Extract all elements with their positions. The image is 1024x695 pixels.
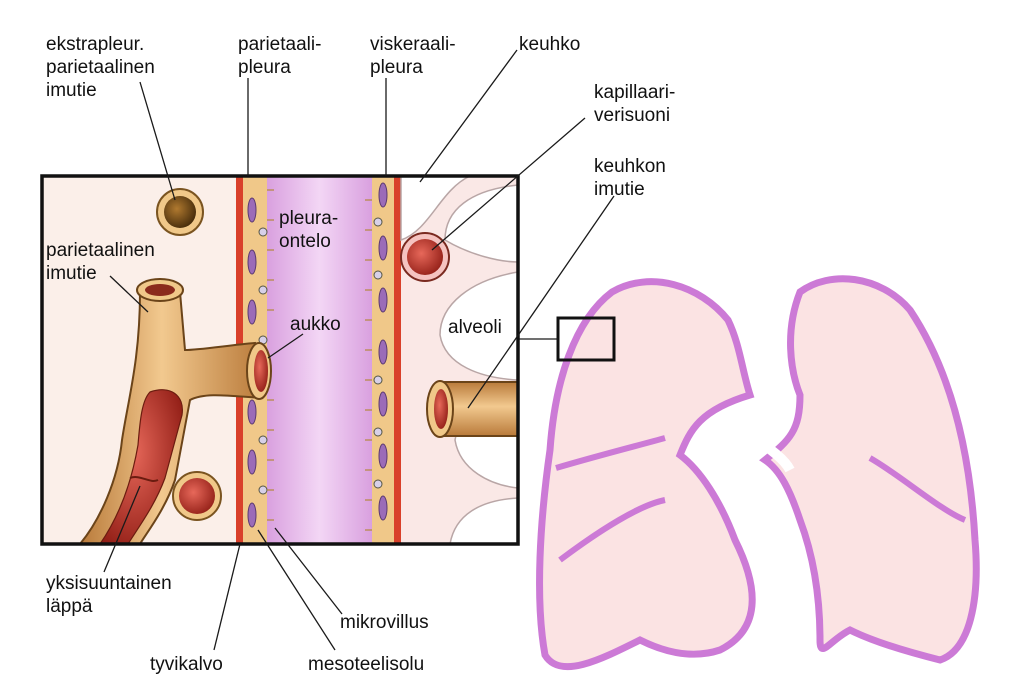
pleural-cavity <box>267 176 372 544</box>
lungs <box>518 275 980 671</box>
inset-box <box>42 176 518 544</box>
alveoli <box>439 184 518 544</box>
label-tyvikalvo: tyvikalvo <box>150 654 223 675</box>
visceral-basement-membrane <box>394 176 401 544</box>
left-lung-fissure-upper <box>555 435 666 471</box>
label-yksisuuntainen: yksisuuntainen läppä <box>46 573 177 617</box>
label-parietaalipleura: parietaali- pleura <box>238 34 327 78</box>
label-mikrovillus: mikrovillus <box>340 612 429 633</box>
hilum <box>752 435 795 473</box>
label-viskeraalipleura: viskeraali- pleura <box>370 34 461 78</box>
mesothelial-cells-visceral <box>378 182 388 521</box>
right-lung <box>759 275 980 664</box>
label-ekstrapleur: ekstrapleur. parietaalinen imutie <box>46 34 160 101</box>
right-lung-fissure <box>868 455 967 523</box>
left-lung-fissure-lower <box>558 497 666 563</box>
label-keuhkon-imutie: keuhkon imutie <box>594 156 671 200</box>
leader-lines <box>103 49 615 651</box>
lung-lymph-vessel <box>426 380 518 438</box>
parietal-lymph-vessel <box>78 278 272 544</box>
label-mesoteelisolu: mesoteelisolu <box>308 654 424 675</box>
inset-frame <box>40 174 520 546</box>
label-aukko: aukko <box>290 314 341 335</box>
label-kapillaari: kapillaari- verisuoni <box>594 82 681 126</box>
left-lung <box>536 278 756 671</box>
label-parietaalinen-imutie: parietaalinen imutie <box>46 240 160 284</box>
label-pleuraontelo: pleura- ontelo <box>279 208 343 252</box>
label-keuhko: keuhko <box>519 34 580 55</box>
label-alveoli: alveoli <box>448 317 502 338</box>
